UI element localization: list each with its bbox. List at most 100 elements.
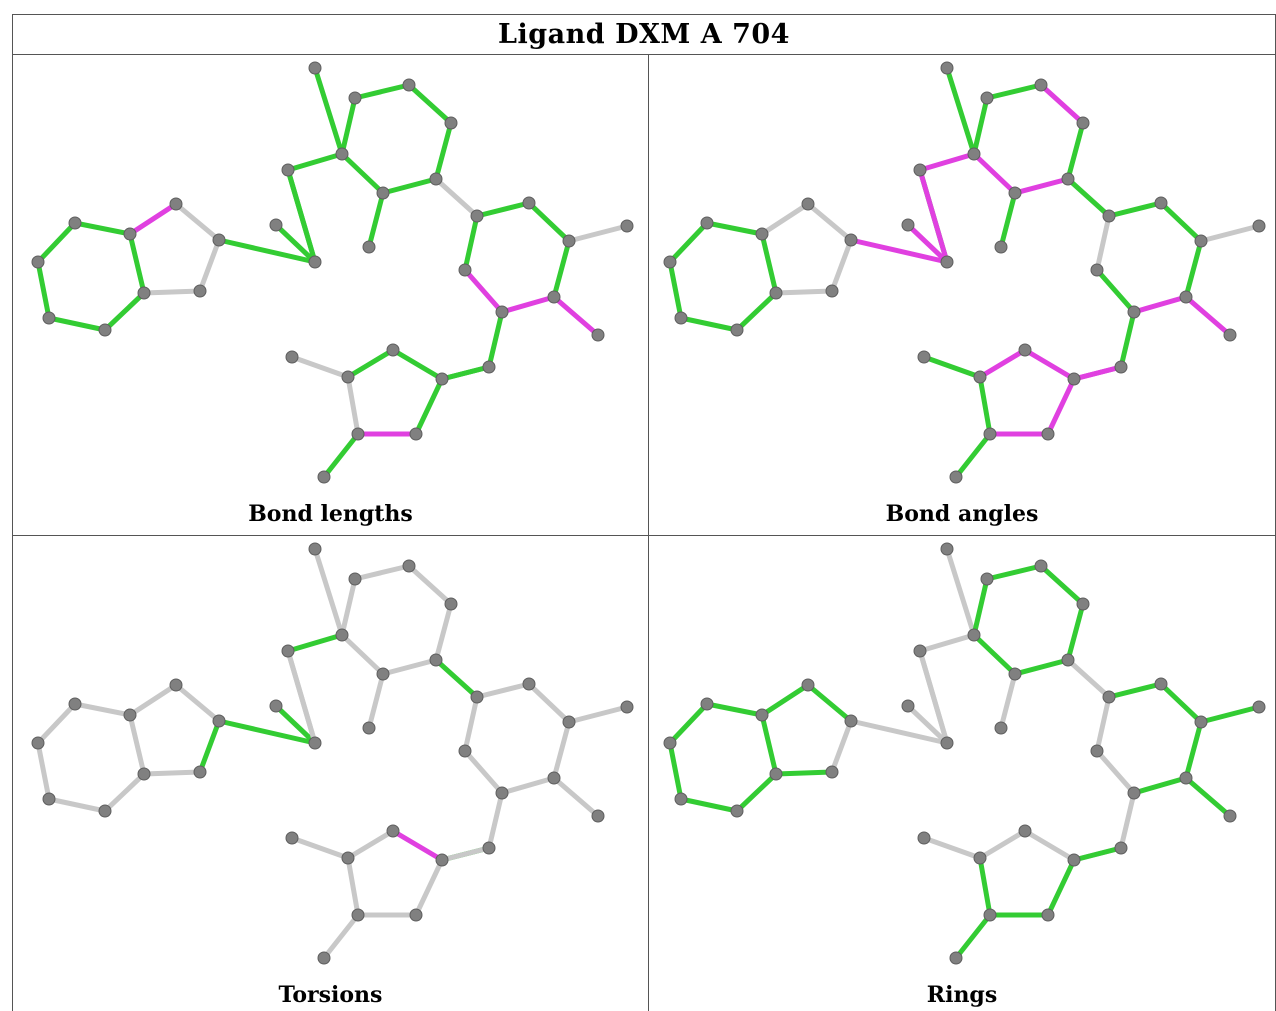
atom [1114,841,1128,855]
atom [1061,653,1075,667]
atom [620,219,634,233]
atom [470,690,484,704]
bond [127,712,147,777]
atom [429,653,443,667]
atom [949,470,963,484]
border-title-bottom [12,54,1276,55]
bond [917,632,977,654]
bond [486,309,505,370]
bond [102,290,147,333]
atom [755,708,769,722]
atom [444,116,458,130]
atom [1076,597,1090,611]
atom [913,163,927,177]
panel-torsions: Torsions [13,536,648,1011]
atom [1034,78,1048,92]
bond [273,703,318,746]
atom [1041,427,1055,441]
bond [413,376,445,437]
atom [348,572,362,586]
atom [980,572,994,586]
atom [940,255,954,269]
border-left [12,14,13,1011]
bond [289,354,351,380]
atom [522,677,536,691]
atom [825,765,839,779]
atom [31,736,45,750]
bond [1106,200,1164,219]
atom [482,841,496,855]
bond [971,576,990,638]
atom [362,721,376,735]
bond [1158,681,1204,725]
atom [983,908,997,922]
atom [1223,328,1237,342]
bond [439,845,492,863]
molecule-rings [663,542,1266,965]
atom [940,61,954,75]
bond [406,563,454,607]
bond [921,354,983,380]
bond [1158,200,1204,244]
atom [362,240,376,254]
bond [462,267,505,315]
bond [345,855,361,918]
atom [674,311,688,325]
bond [921,835,983,861]
atom [562,715,576,729]
atom [1008,186,1022,200]
bond [173,201,222,243]
atom [1179,771,1193,785]
panel-bond-angles: Bond angles [649,55,1275,535]
atom [402,559,416,573]
bond [390,347,445,382]
atom [700,216,714,230]
bond [566,223,630,244]
bond [667,220,710,265]
atom [983,427,997,441]
atom [1018,824,1032,838]
atom [547,290,561,304]
bond [72,220,133,237]
molecule-torsions [31,542,634,965]
bond [917,648,950,746]
bond [390,828,445,863]
atom [285,350,299,364]
bond [848,237,950,265]
atom [212,714,226,728]
atom [458,744,472,758]
atom [31,255,45,269]
atom [700,697,714,711]
bond [1094,267,1137,315]
atom [1127,786,1141,800]
atom [341,370,355,384]
bond [285,632,345,654]
atom [495,786,509,800]
atom [308,542,322,556]
atom [285,831,299,845]
bond [285,151,345,173]
atom [402,78,416,92]
atom [940,736,954,750]
bond [526,200,572,244]
bond [499,294,557,315]
bond [345,374,361,437]
atom [98,323,112,337]
atom [994,240,1008,254]
bond [439,364,492,382]
atom [1154,196,1168,210]
atom [42,792,56,806]
atom [901,218,915,232]
atom [42,311,56,325]
atom [1179,290,1193,304]
atom [1067,372,1081,386]
atom [1194,715,1208,729]
bond [917,167,950,265]
bond [977,855,993,918]
bond [971,95,990,157]
atom [1252,219,1266,233]
bond [977,347,1028,380]
atom [591,809,605,823]
atom [386,343,400,357]
bond [998,190,1018,250]
